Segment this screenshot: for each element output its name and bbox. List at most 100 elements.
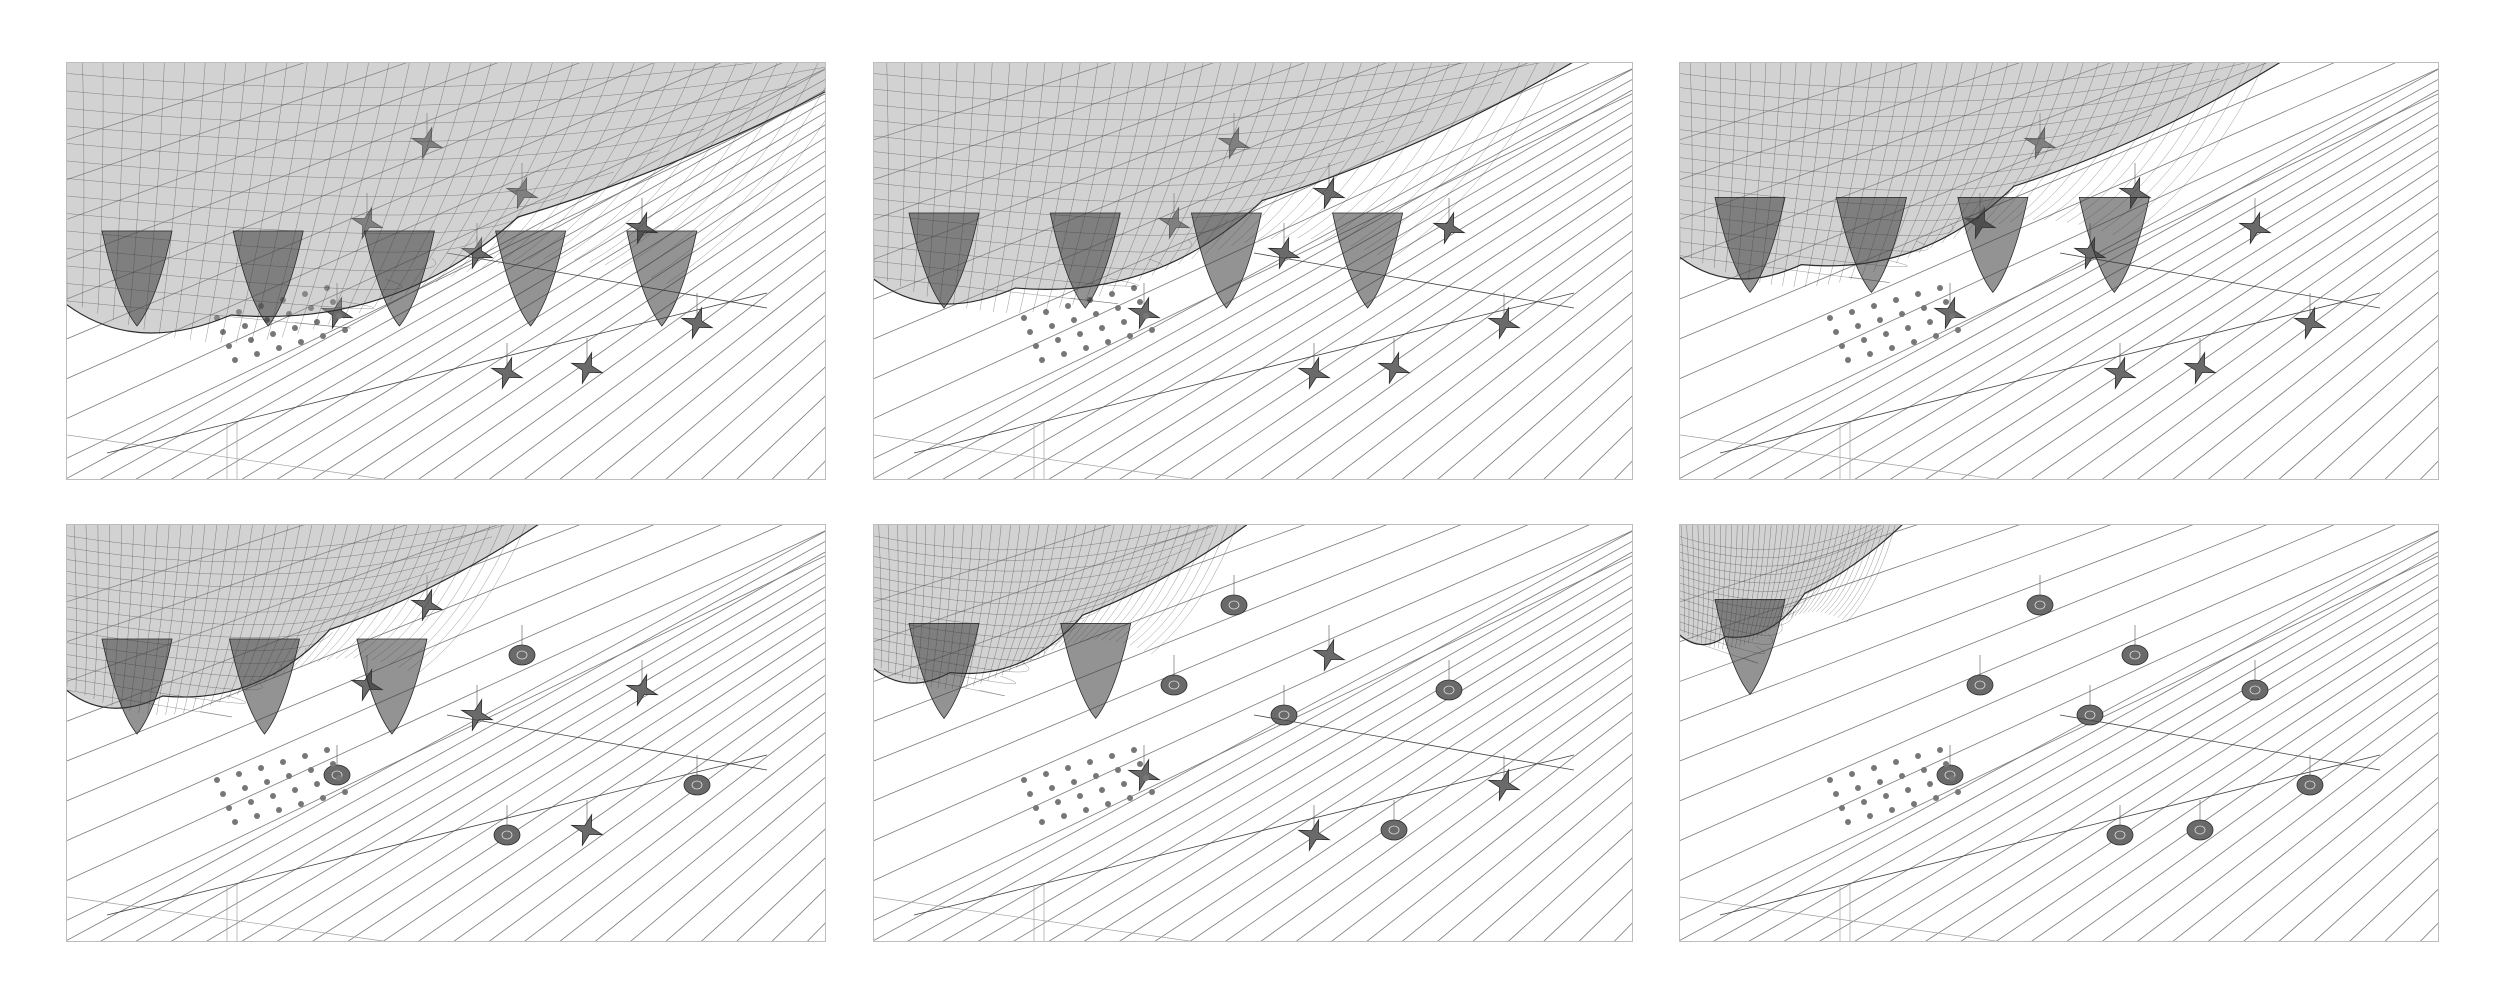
star-mobile — [680, 306, 714, 340]
hanging-mobiles — [1936, 575, 2324, 846]
star-mobile — [1267, 236, 1301, 270]
disc-mobile — [2121, 644, 2149, 666]
disc-mobile — [493, 824, 521, 846]
canopy-pocket — [908, 212, 980, 309]
star-mobile — [570, 813, 604, 847]
star-mobile — [625, 673, 659, 707]
star-mobile — [1297, 356, 1331, 390]
hanging-mobiles — [323, 575, 711, 847]
canopy-pocket — [101, 638, 173, 735]
star-mobile — [320, 296, 354, 330]
star-mobile — [1487, 768, 1521, 802]
fabric-canopy — [1680, 63, 2281, 294]
cables — [1719, 714, 2381, 916]
disc-mobile — [2186, 819, 2214, 841]
bead-cluster — [1021, 285, 1155, 363]
fabric-canopy — [874, 63, 1573, 313]
canopy-pocket — [1714, 599, 1786, 696]
canopy-drawing-5 — [874, 525, 1632, 941]
canopy-drawing-1 — [67, 63, 825, 479]
star-mobile — [1127, 296, 1161, 330]
floor-lines — [1680, 421, 1999, 479]
star-mobile — [1933, 296, 1967, 330]
ceiling-grid — [874, 63, 1632, 479]
canopy-pocket — [1957, 197, 2029, 294]
star-mobile — [460, 698, 494, 732]
canopy-pocket — [232, 230, 304, 327]
fabric-canopy — [1680, 525, 1903, 696]
canopy-drawing-3 — [1680, 63, 2438, 479]
star-mobile — [1312, 638, 1346, 672]
star-mobile — [2238, 211, 2272, 245]
canopy-drawing-2 — [874, 63, 1632, 479]
ceiling-grid — [1680, 525, 2438, 941]
cables — [1719, 252, 2381, 454]
hanging-mobiles — [1127, 575, 1521, 852]
disc-mobile — [2026, 594, 2054, 616]
canopy-pocket — [1190, 212, 1262, 309]
panel-4 — [66, 524, 826, 942]
canopy-pocket — [101, 230, 173, 327]
disc-mobile — [1270, 704, 1298, 726]
fabric-canopy — [67, 525, 539, 735]
disc-mobile — [1936, 764, 1964, 786]
bead-cluster — [1827, 285, 1961, 363]
ceiling-grid — [874, 525, 1632, 941]
star-mobile — [505, 176, 539, 210]
star-mobile — [490, 356, 524, 390]
disc-mobile — [1220, 594, 1248, 616]
star-mobile — [2023, 126, 2057, 160]
star-mobile — [2103, 356, 2137, 390]
star-mobile — [1217, 126, 1251, 160]
bead-cluster — [214, 747, 348, 825]
canopy-pocket — [908, 623, 980, 720]
disc-mobile — [1966, 674, 1994, 696]
canopy-drawing-6 — [1680, 525, 2438, 941]
disc-mobile — [2241, 679, 2269, 701]
star-mobile — [2183, 351, 2217, 385]
cables — [913, 252, 1575, 454]
canopy-pocket — [495, 230, 567, 327]
canopy-pocket — [228, 638, 300, 735]
panel-3 — [1679, 62, 2439, 480]
panel-6 — [1679, 524, 2439, 942]
disc-mobile — [1160, 674, 1188, 696]
panel-5 — [873, 524, 1633, 942]
disc-mobile — [323, 764, 351, 786]
star-mobile — [1487, 306, 1521, 340]
star-mobile — [1377, 351, 1411, 385]
cables — [913, 714, 1575, 916]
canopy-pocket — [1060, 623, 1132, 720]
bead-cluster — [1827, 747, 1961, 825]
disc-mobile — [1435, 679, 1463, 701]
disc-mobile — [2106, 824, 2134, 846]
fabric-canopy — [874, 525, 1248, 720]
star-mobile — [1312, 176, 1346, 210]
panel-1 — [66, 62, 826, 480]
disc-mobile — [2296, 774, 2324, 796]
canopy-pocket — [626, 230, 698, 327]
star-mobile — [410, 126, 444, 160]
star-mobile — [1127, 758, 1161, 792]
floor-lines — [67, 421, 386, 479]
floor-lines — [874, 883, 1193, 941]
floor-lines — [67, 883, 386, 941]
floor-lines — [1680, 883, 1999, 941]
canopy-pocket — [1332, 212, 1404, 309]
canopy-pocket — [1049, 212, 1121, 309]
disc-mobile — [683, 774, 711, 796]
canopy-pocket — [356, 638, 428, 735]
canopy-pocket — [1714, 197, 1786, 294]
star-mobile — [2293, 306, 2327, 340]
panel-2 — [873, 62, 1633, 480]
star-mobile — [410, 588, 444, 622]
star-mobile — [570, 351, 604, 385]
disc-mobile — [1380, 819, 1408, 841]
fabric-canopy — [67, 63, 825, 343]
floor-lines — [874, 421, 1193, 479]
cables — [106, 714, 768, 916]
canopy-pocket — [1835, 197, 1907, 294]
canopy-pocket — [2078, 197, 2150, 294]
disc-mobile — [508, 644, 536, 666]
disc-mobile — [2076, 704, 2104, 726]
